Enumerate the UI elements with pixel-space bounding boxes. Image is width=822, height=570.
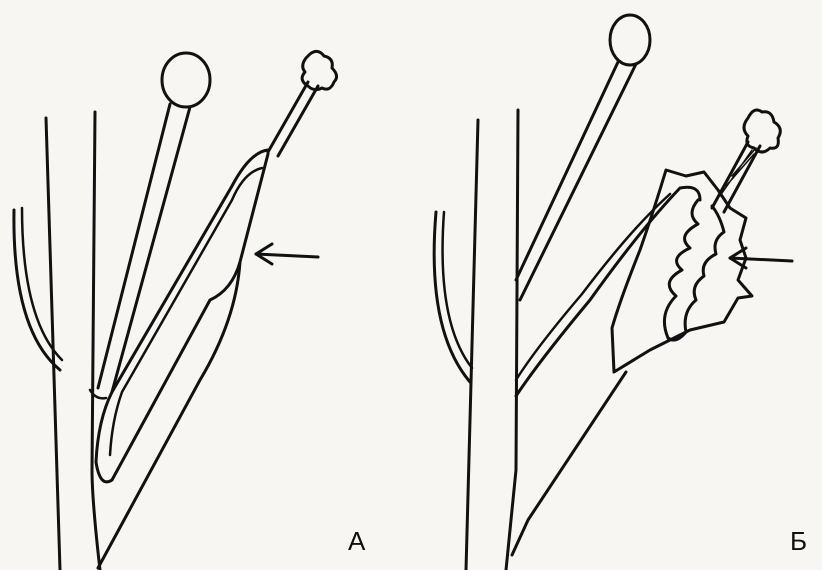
panel-a-stem-right bbox=[92, 112, 100, 570]
panel-a-stalk-left bbox=[98, 104, 170, 388]
panel-b-stem-left bbox=[466, 120, 478, 570]
panel-a-drawing bbox=[14, 51, 337, 570]
panel-a-stigma bbox=[302, 51, 336, 89]
arrow-left-icon bbox=[256, 244, 318, 264]
panel-a-bract-inner bbox=[22, 208, 62, 360]
panel-b-stigma bbox=[744, 110, 780, 152]
panel-b-outer-line bbox=[512, 372, 626, 555]
panel-a-balloon-tip bbox=[162, 53, 210, 107]
panel-b-label: Б bbox=[790, 528, 807, 554]
panel-a-label: А bbox=[348, 528, 365, 554]
panel-b-balloon-tip bbox=[610, 15, 650, 65]
panel-b-drawing bbox=[434, 15, 792, 570]
panel-b-stem-right bbox=[506, 110, 518, 570]
arrow-left-icon bbox=[730, 248, 792, 268]
panel-b-stalk-right bbox=[520, 64, 636, 300]
panel-b-folded-pistil bbox=[664, 200, 724, 340]
panel-a-sheath bbox=[96, 150, 268, 482]
panel-a-stalk-right bbox=[112, 107, 190, 392]
panel-b-stalk-left bbox=[516, 62, 618, 280]
